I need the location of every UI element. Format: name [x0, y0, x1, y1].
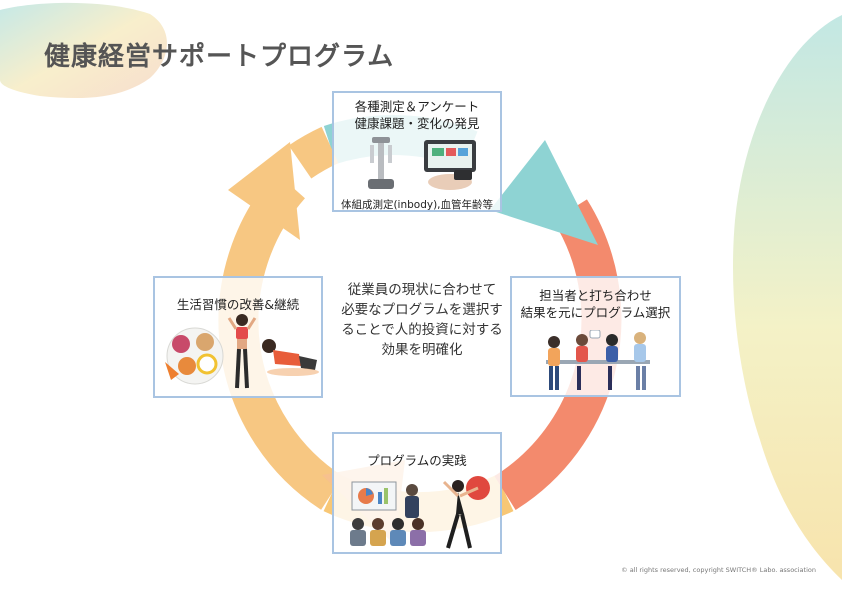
- presentation-icon: [346, 478, 432, 550]
- center-line-3: ることで人的投資に対する: [322, 320, 522, 340]
- step-practice-title: プログラムの実践: [334, 452, 500, 469]
- step-measurement-card: 各種測定＆アンケート 健康課題・変化の発見 体組成測定(inbody),血管年齢…: [332, 91, 502, 212]
- center-description: 従業員の現状に合わせて 必要なプログラムを選択す ることで人的投資に対する 効果…: [322, 280, 522, 360]
- step-meeting-title-1: 担当者と打ち合わせ: [512, 287, 679, 304]
- page-title: 健康経営サポートプログラム: [44, 36, 394, 73]
- step-measurement-title-2: 健康課題・変化の発見: [334, 115, 500, 132]
- blood-vessel-meter-icon: [416, 138, 486, 193]
- step-measurement-title-1: 各種測定＆アンケート: [334, 98, 500, 115]
- meeting-people-icon: [532, 330, 664, 396]
- step-lifestyle-title: 生活習慣の改善&継続: [155, 296, 321, 313]
- step-meeting-title-2: 結果を元にプログラム選択: [512, 304, 679, 321]
- step-practice-card: プログラムの実践: [332, 432, 502, 554]
- center-line-1: 従業員の現状に合わせて: [322, 280, 522, 300]
- body-composition-scale-icon: [362, 135, 400, 195]
- fitness-woman-icon: [227, 312, 257, 392]
- step-lifestyle-card: 生活習慣の改善&継続: [153, 276, 323, 398]
- copyright-notice: © all rights reserved, copyright SWITCH®…: [621, 566, 816, 574]
- arrow-head-top-right: [490, 140, 598, 245]
- step-meeting-card: 担当者と打ち合わせ 結果を元にプログラム選択: [510, 276, 681, 397]
- resting-woman-icon: [259, 336, 321, 376]
- arrow-top-left-segment: [300, 145, 330, 162]
- step-measurement-caption: 体組成測定(inbody),血管年齢等: [334, 197, 500, 212]
- center-line-2: 必要なプログラムを選択す: [322, 300, 522, 320]
- healthy-meal-icon: [161, 322, 225, 386]
- right-blob: [733, 15, 842, 580]
- center-line-4: 効果を明確化: [322, 340, 522, 360]
- exercise-woman-icon: [434, 474, 496, 552]
